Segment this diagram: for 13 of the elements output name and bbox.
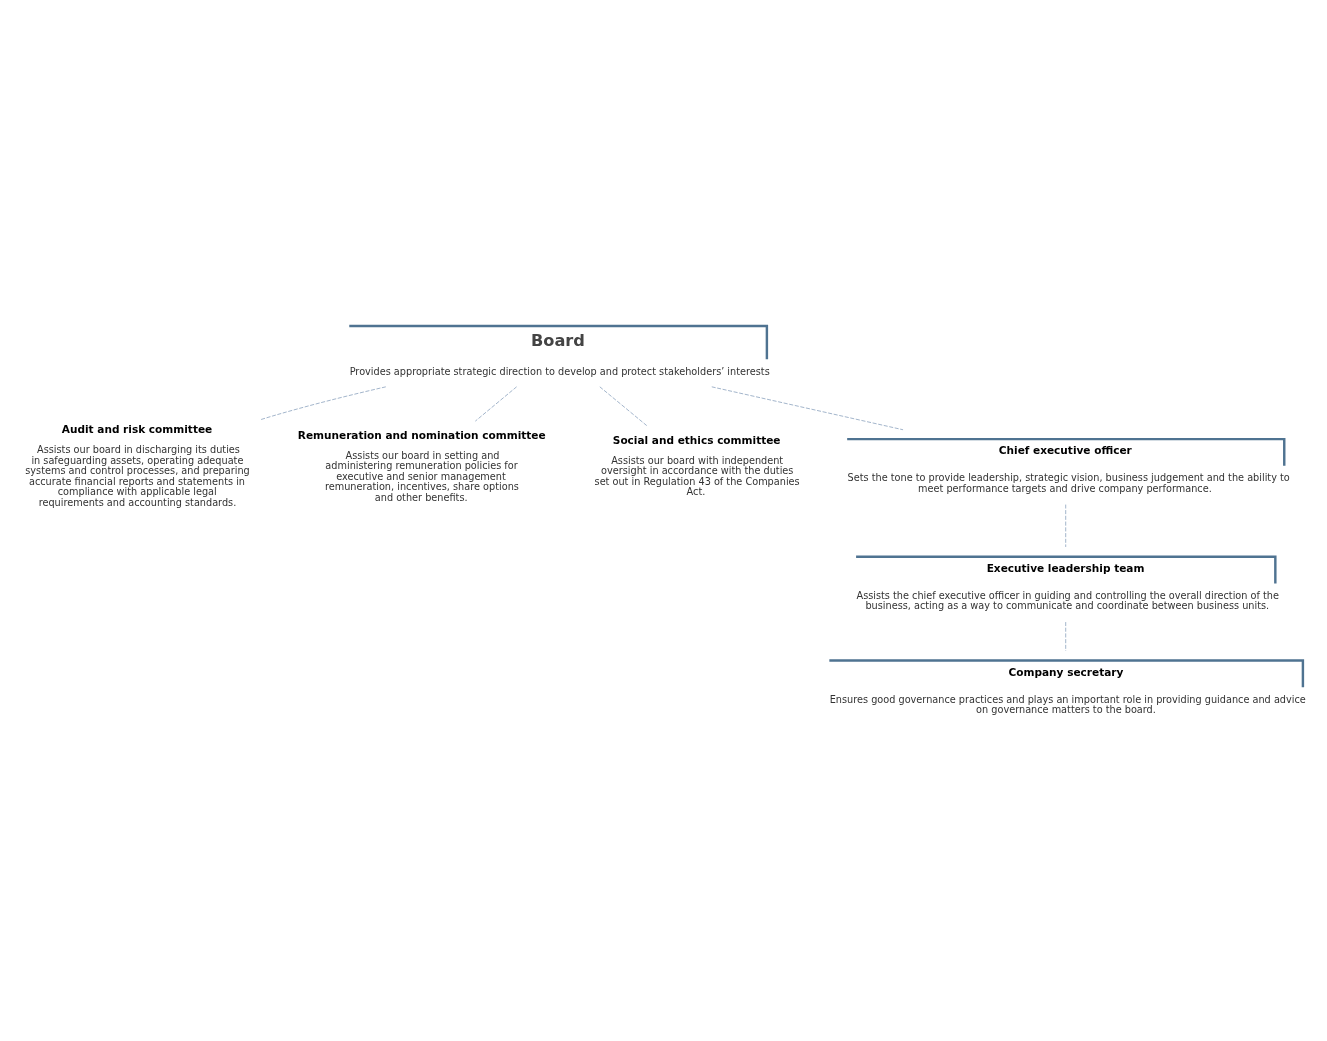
node-text: Board Provides appropriate strategic direction to develop and protect stakeholders’ interests (349, 330, 770, 377)
connector (1065, 621, 1067, 651)
node-text: Audit and risk committee Assists our board in discharging its duties in safeguarding assets, operating adequate systems and control processes, and preparing accurate financial reports and statements in compliance with applicable legal requirements and accounting standards. (25, 422, 250, 508)
node-text: Company secretary Ensures good governance practices and plays an important role in providing guidance and advice on governance matters to the board. (829, 665, 1306, 715)
connector (1065, 503, 1067, 547)
node-text: Social and ethics committee Assists our board with independent oversight in accordance with the duties set out in Regulation 43 of the Companies Act. (594, 433, 800, 497)
connector (260, 385, 387, 420)
connector (599, 385, 649, 427)
node-text: Chief executive officer Sets the tone to provide leadership, strategic vision, business judgement and the ability to meet performance targets and drive company performance. (847, 443, 1290, 494)
connector (711, 385, 904, 430)
connector (474, 385, 517, 422)
node-text: Remuneration and nomination committee Assists our board in setting and administering remuneration policies for executive and senior management remuneration, incentives, share options and other benefits. (297, 428, 546, 503)
node-text: Executive leadership team Assists the chief executive officer in guiding and controlling the overall direction of the business, acting as a way to communicate and coordinate between business units. (856, 561, 1279, 611)
